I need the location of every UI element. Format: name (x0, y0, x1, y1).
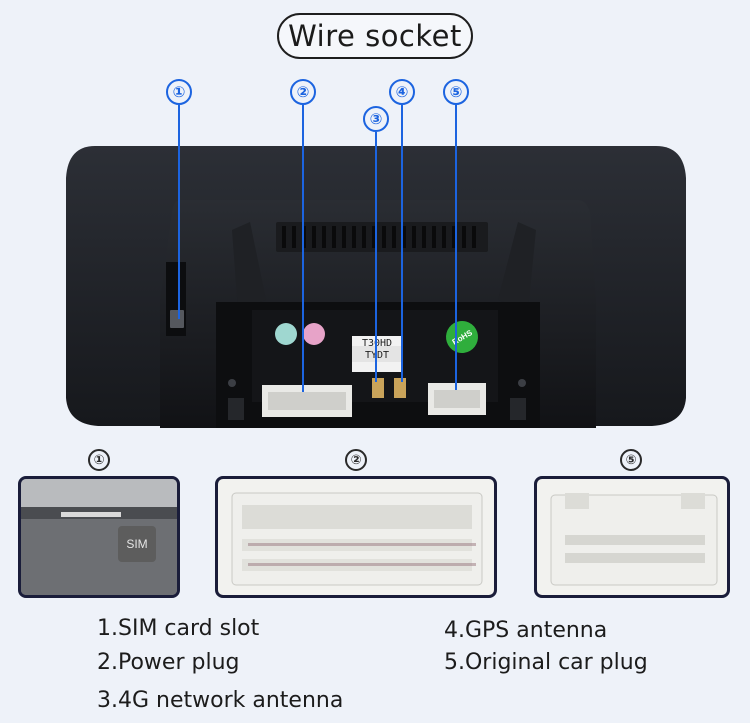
leader-line-5 (455, 105, 457, 390)
car-plug-image (550, 493, 718, 586)
sim-label: SIM (118, 526, 156, 562)
power-plug-image (231, 492, 483, 586)
sticker-text: T30HD TYDT (356, 338, 398, 362)
callout-3: ③ (363, 106, 389, 132)
detail-callout-1: ① (88, 449, 110, 471)
power-plug-detail-panel (215, 476, 497, 598)
sim-slot-detail-panel (18, 476, 180, 598)
callout-4: ④ (389, 79, 415, 105)
detail-callout-5: ⑤ (620, 449, 642, 471)
sim-slot-image (21, 479, 177, 595)
sticker-line-1: T30HD (356, 338, 398, 350)
legend-item-3: 3.4G network antenna (97, 688, 344, 713)
sticker-line-2: TYDT (364, 350, 390, 361)
leader-line-2 (302, 105, 304, 392)
page-title: Wire socket (277, 13, 473, 59)
detail-callout-2: ② (345, 449, 367, 471)
car-plug-detail-panel (534, 476, 730, 598)
callout-1: ① (166, 79, 192, 105)
legend-item-1: 1.SIM card slot (97, 616, 260, 641)
legend-item-2: 2.Power plug (97, 650, 240, 675)
legend-item-4: 4.GPS antenna (444, 618, 608, 643)
leader-line-3 (375, 132, 377, 382)
leader-line-1 (178, 105, 180, 319)
leader-line-4 (401, 105, 403, 382)
callout-5: ⑤ (443, 79, 469, 105)
callout-2: ② (290, 79, 316, 105)
vent-slots (276, 222, 488, 252)
legend-item-5: 5.Original car plug (444, 650, 648, 675)
